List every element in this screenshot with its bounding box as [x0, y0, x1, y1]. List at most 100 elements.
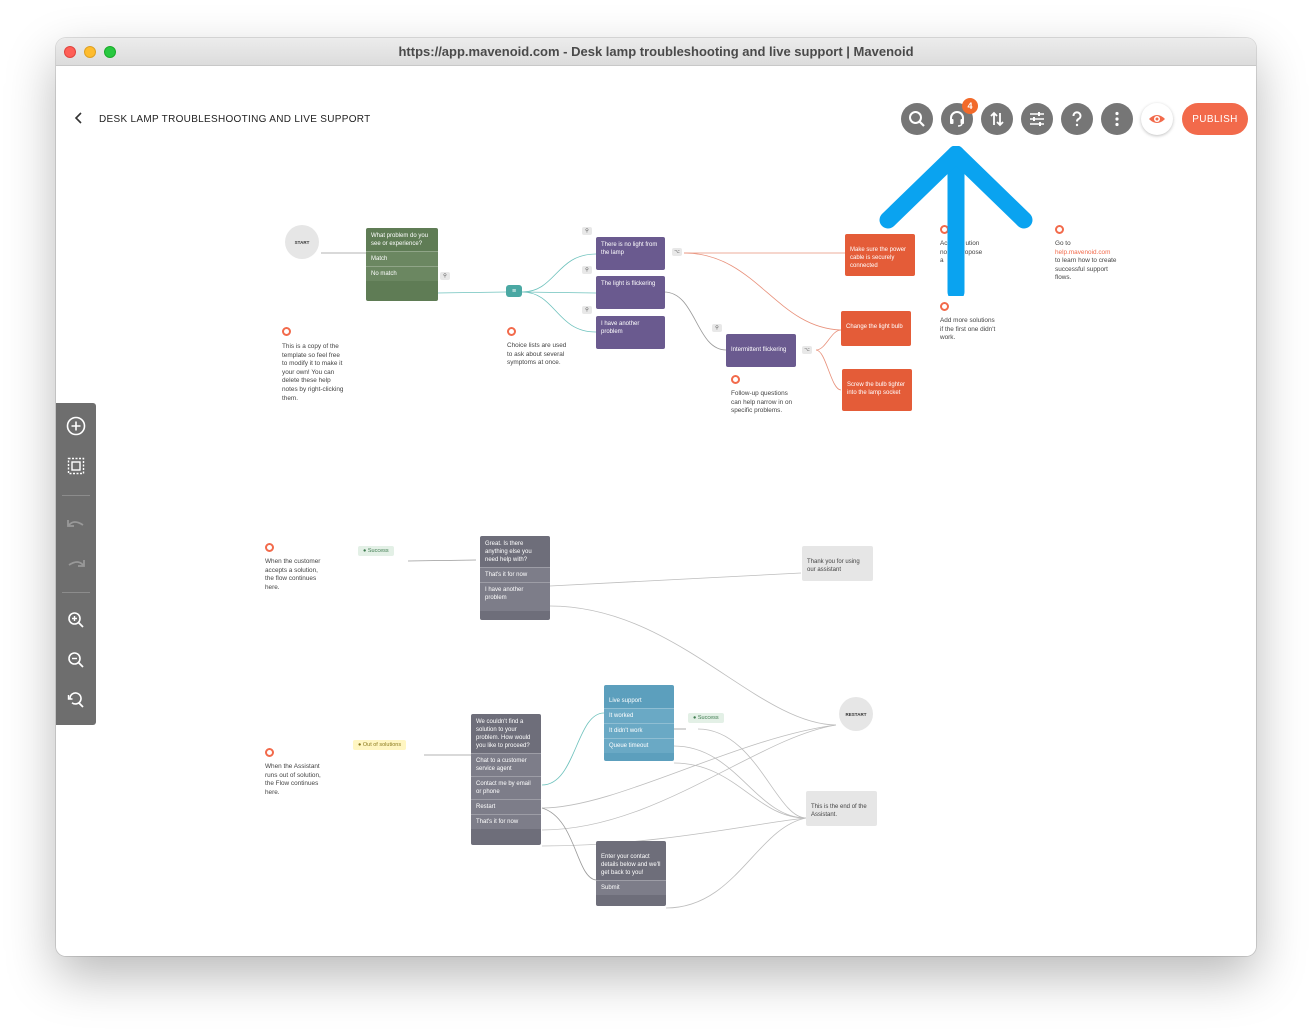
option-queue-timeout[interactable]: Queue timeout [604, 738, 674, 753]
question-title: We couldn't find a solution to your prob… [476, 719, 531, 749]
solution-label: Change the light bulb [846, 324, 903, 330]
headset-icon [950, 111, 964, 127]
restart-node[interactable]: RESTART [839, 697, 873, 731]
undo-icon [67, 520, 84, 527]
live-support-node[interactable]: Live support It worked It didn't work Qu… [604, 685, 674, 761]
help-button[interactable] [1061, 103, 1093, 135]
symptom-label: I have another problem [601, 321, 640, 335]
flow-canvas[interactable]: DESK LAMP TROUBLESHOOTING AND LIVE SUPPO… [56, 66, 1256, 956]
success-trigger[interactable]: ● Success [358, 546, 394, 556]
title-bar: https://app.mavenoid.com - Desk lamp tro… [56, 38, 1256, 66]
search-icon: ⚲ [582, 306, 592, 314]
help-note-success: When the customer accepts a solution, th… [265, 558, 321, 591]
contact-title: Enter your contact details below and we'… [601, 854, 661, 876]
help-note-icon[interactable] [282, 327, 291, 336]
help-note-more-solutions: Add more solutions if the first one didn… [940, 317, 996, 342]
page-title: DESK LAMP TROUBLESHOOTING AND LIVE SUPPO… [99, 114, 371, 125]
more-options-button[interactable] [1101, 103, 1133, 135]
import-export-button[interactable] [981, 103, 1013, 135]
option-submit[interactable]: Submit [596, 880, 666, 895]
solution-screw-bulb[interactable]: Screw the bulb tighter into the lamp soc… [842, 369, 912, 411]
publish-button[interactable]: PUBLISH [1182, 103, 1248, 135]
plus-circle-icon [66, 416, 86, 436]
redo-button[interactable] [64, 552, 88, 576]
help-note-followup: Follow-up questions can help narrow in o… [731, 390, 793, 415]
settings-button[interactable] [1021, 103, 1053, 135]
end-message[interactable]: This is the end of the Assistant. [806, 791, 877, 826]
option-thats-it[interactable]: That's it for now [480, 567, 550, 582]
canvas-toolbar [56, 403, 96, 725]
sliders-icon [1030, 112, 1044, 126]
solution-label: Make sure the power cable is securely co… [850, 247, 907, 269]
success-label: Success [697, 715, 719, 721]
symptom-other[interactable]: I have another problem [596, 316, 665, 349]
symptom-label: There is no light from the lamp [601, 242, 658, 256]
option-chat-agent[interactable]: Chat to a customer service agent [471, 753, 541, 776]
contact-form-node[interactable]: Enter your contact details below and we'… [596, 841, 666, 906]
toolbar-divider [62, 592, 90, 593]
option-no-match[interactable]: No match [366, 266, 438, 281]
help-note-icon[interactable] [731, 375, 740, 384]
browser-window: https://app.mavenoid.com - Desk lamp tro… [56, 38, 1256, 956]
back-button[interactable] [74, 111, 84, 127]
zoom-out-button[interactable] [64, 648, 88, 672]
symptom-flickering[interactable]: The light is flickering [596, 276, 665, 309]
solution-power-cable[interactable]: Make sure the power cable is securely co… [845, 234, 915, 276]
minimize-window-button[interactable] [84, 46, 96, 58]
note-fragment: ution [965, 240, 980, 247]
annotation-arrow-icon [879, 146, 1033, 296]
search-icon: ⚲ [712, 324, 722, 332]
choice-list-icon[interactable]: ≡ [506, 285, 522, 297]
option-restart[interactable]: Restart [471, 799, 541, 814]
close-window-button[interactable] [64, 46, 76, 58]
more-vertical-icon [1115, 111, 1119, 127]
help-note-icon[interactable] [265, 748, 274, 757]
add-node-button[interactable] [64, 414, 88, 438]
eye-icon [1149, 115, 1165, 123]
option-it-worked[interactable]: It worked [604, 708, 674, 723]
out-label: Out of solutions [362, 742, 402, 748]
solution-label: Screw the bulb tighter into the lamp soc… [847, 382, 906, 396]
followup-intermittent[interactable]: Intermittent flickering [726, 334, 796, 367]
question-title: Great. Is there anything else you need h… [485, 541, 532, 563]
no-solution-question-node[interactable]: We couldn't find a solution to your prob… [471, 714, 541, 845]
live-support-title: Live support [609, 698, 642, 704]
option-match[interactable]: Match [366, 251, 438, 266]
zoom-reset-button[interactable] [64, 688, 88, 712]
question-title: What problem do you see or experience? [371, 233, 429, 247]
help-question-node[interactable]: Great. Is there anything else you need h… [480, 536, 550, 620]
message-text: This is the end of the Assistant. [811, 804, 867, 818]
live-success-trigger[interactable]: ● Success [688, 713, 724, 723]
search-icon: ⚲ [440, 272, 450, 280]
search-button[interactable] [901, 103, 933, 135]
help-note-icon[interactable] [1055, 225, 1064, 234]
help-link[interactable]: help.mavenoid.com [1055, 248, 1111, 256]
symptom-no-light[interactable]: There is no light from the lamp [596, 237, 665, 270]
help-note-choice: Choice lists are used to ask about sever… [507, 342, 567, 367]
note-text: to learn how to create successful suppor… [1055, 257, 1117, 282]
out-of-solutions-trigger[interactable]: ● Out of solutions [353, 740, 407, 750]
note-fragment: a [940, 257, 944, 265]
followup-label: Intermittent flickering [731, 347, 787, 353]
zoom-in-button[interactable] [64, 608, 88, 632]
undo-button[interactable] [64, 512, 88, 536]
problem-question-node[interactable]: What problem do you see or experience? M… [366, 228, 438, 301]
help-note-icon[interactable] [265, 543, 274, 552]
thank-you-message[interactable]: Thank you for using our assistant [802, 546, 873, 581]
question-mark-icon [1072, 111, 1082, 127]
help-note-template: This is a copy of the template so feel f… [282, 343, 344, 402]
option-thats-it-for-now[interactable]: That's it for now [471, 814, 541, 829]
search-icon: ⚲ [582, 266, 592, 274]
option-it-didnt-work[interactable]: It didn't work [604, 723, 674, 738]
option-contact-me[interactable]: Contact me by email or phone [471, 776, 541, 799]
select-area-button[interactable] [64, 454, 88, 478]
option-another-problem[interactable]: I have another problem [480, 582, 550, 611]
help-note-icon[interactable] [940, 302, 949, 311]
solution-change-bulb[interactable]: Change the light bulb [841, 311, 911, 346]
preview-button[interactable] [1141, 103, 1173, 135]
help-note-icon[interactable] [507, 327, 516, 336]
zoom-out-icon [68, 652, 84, 668]
branch-icon: ⌥ [672, 248, 682, 256]
zoom-window-button[interactable] [104, 46, 116, 58]
start-node[interactable]: START [285, 225, 319, 259]
